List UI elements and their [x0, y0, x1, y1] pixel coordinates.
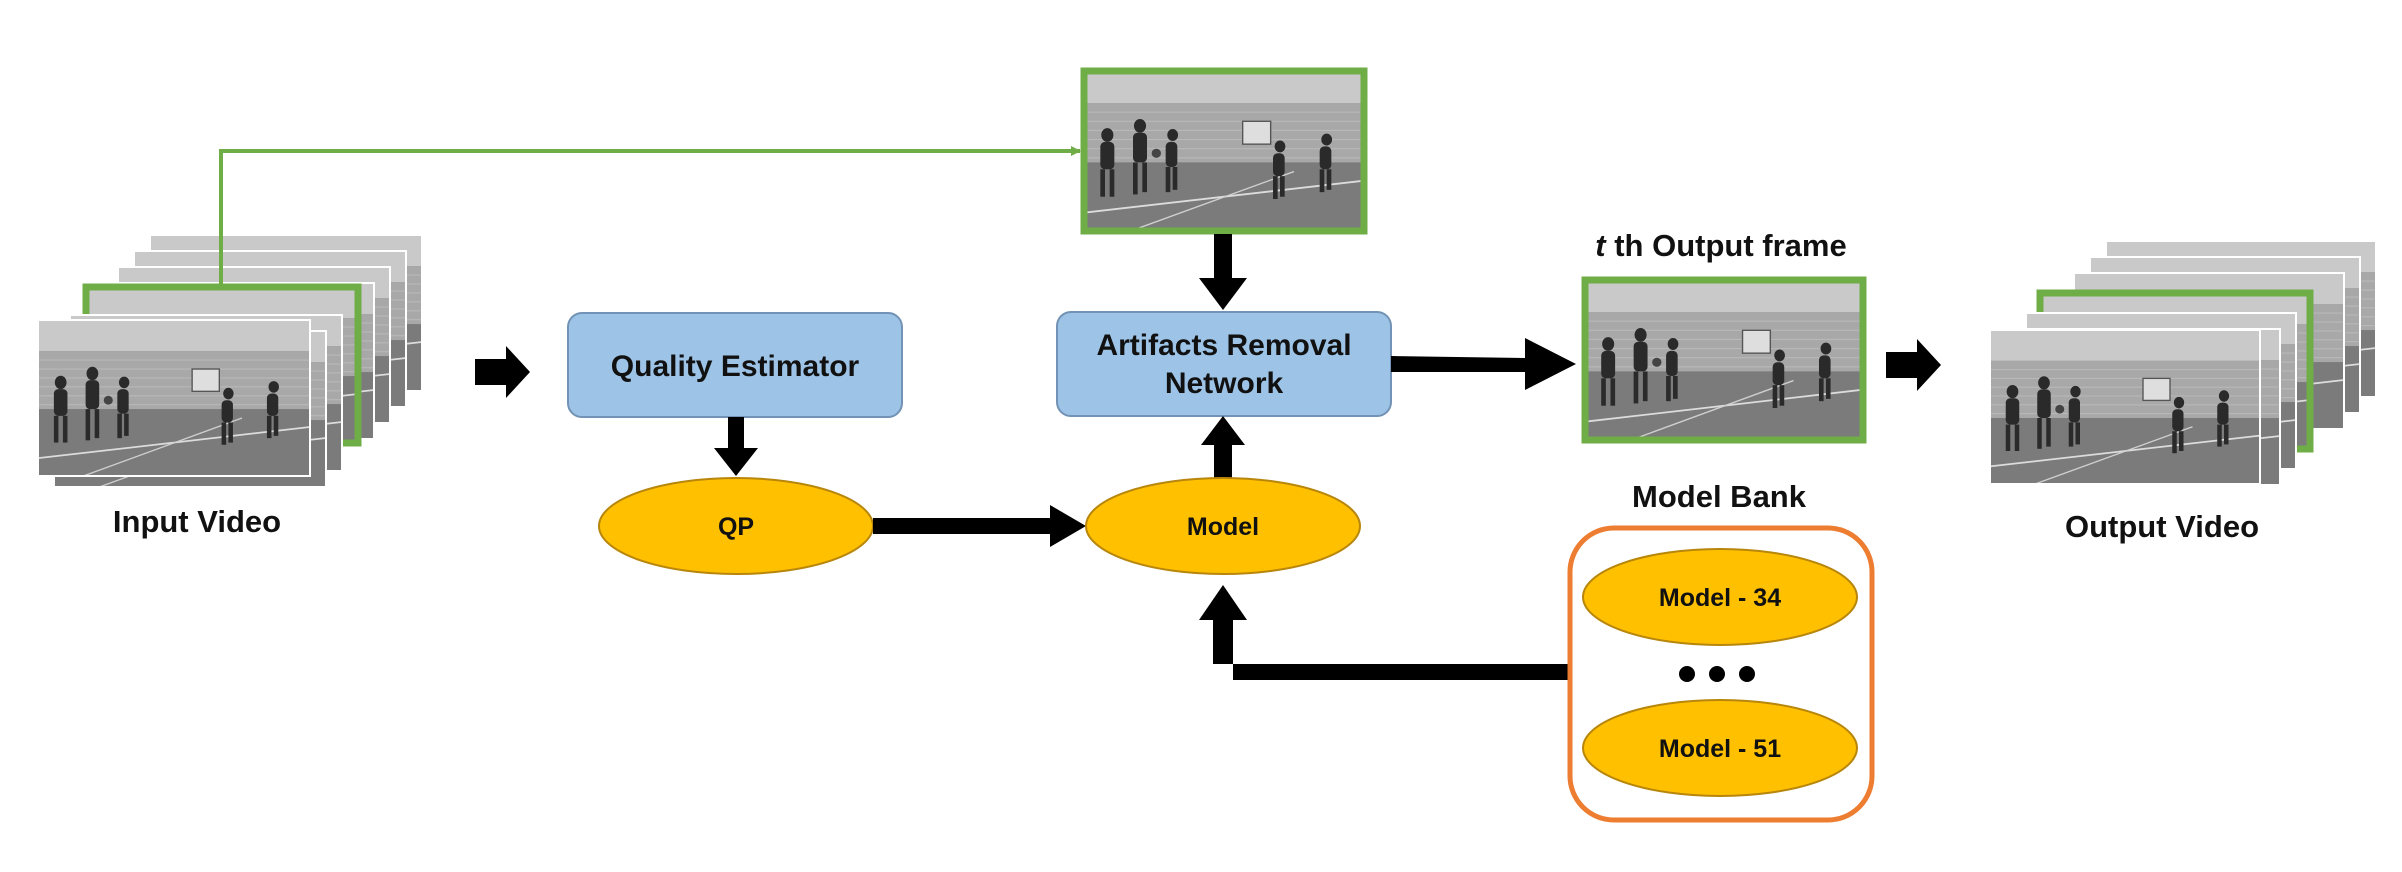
t-th-input-frame — [1080, 67, 1368, 235]
output-frame-front — [1989, 329, 2261, 485]
model-51-label: Model - 51 — [1659, 735, 1781, 763]
input-video-label: Input Video — [113, 504, 281, 539]
arrow-qp-to-model — [873, 505, 1086, 547]
quality-estimator-label: Quality Estimator — [611, 350, 860, 383]
model-label: Model — [1187, 513, 1259, 541]
model-bank-container: Model - 34 Model - 51 — [1567, 525, 1875, 823]
model-bank-title: Model Bank — [1632, 479, 1807, 514]
output-frame-t: t — [1595, 228, 1607, 263]
arrow-frame-to-network — [1199, 234, 1247, 310]
input-frame-front — [37, 319, 311, 477]
t-th-output-frame — [1581, 276, 1867, 444]
arrow-estimator-to-qp — [714, 417, 758, 476]
output-frame-rest: th Output frame — [1606, 228, 1847, 263]
output-video-stack — [1989, 240, 2377, 486]
qp-label: QP — [718, 513, 754, 541]
artifacts-removal-network-box: Artifacts Removal Network — [1056, 311, 1392, 417]
model-34-label: Model - 34 — [1659, 584, 1781, 612]
artifacts-removal-label-line2: Network — [1165, 367, 1284, 400]
model-51-ellipse: Model - 51 — [1582, 699, 1858, 797]
quality-estimator-box: Quality Estimator — [567, 312, 903, 418]
arrow-input-to-estimator — [475, 346, 530, 398]
model-ellipse: Model — [1085, 477, 1361, 575]
artifacts-removal-label-line1: Artifacts Removal — [1096, 329, 1351, 362]
arrow-bank-to-model — [1199, 585, 1570, 680]
arrow-model-to-network — [1201, 416, 1245, 478]
output-video-label: Output Video — [2065, 509, 2259, 544]
qp-ellipse: QP — [598, 477, 874, 575]
green-connector-line — [219, 146, 1081, 287]
ellipsis-dots — [1679, 666, 1755, 682]
arrow-network-to-output-frame — [1391, 338, 1576, 390]
arrow-frame-to-output-video — [1886, 339, 1941, 391]
model-34-ellipse: Model - 34 — [1582, 548, 1858, 646]
output-frame-title: t th Output frame — [1595, 228, 1846, 263]
input-video-stack — [37, 234, 423, 488]
